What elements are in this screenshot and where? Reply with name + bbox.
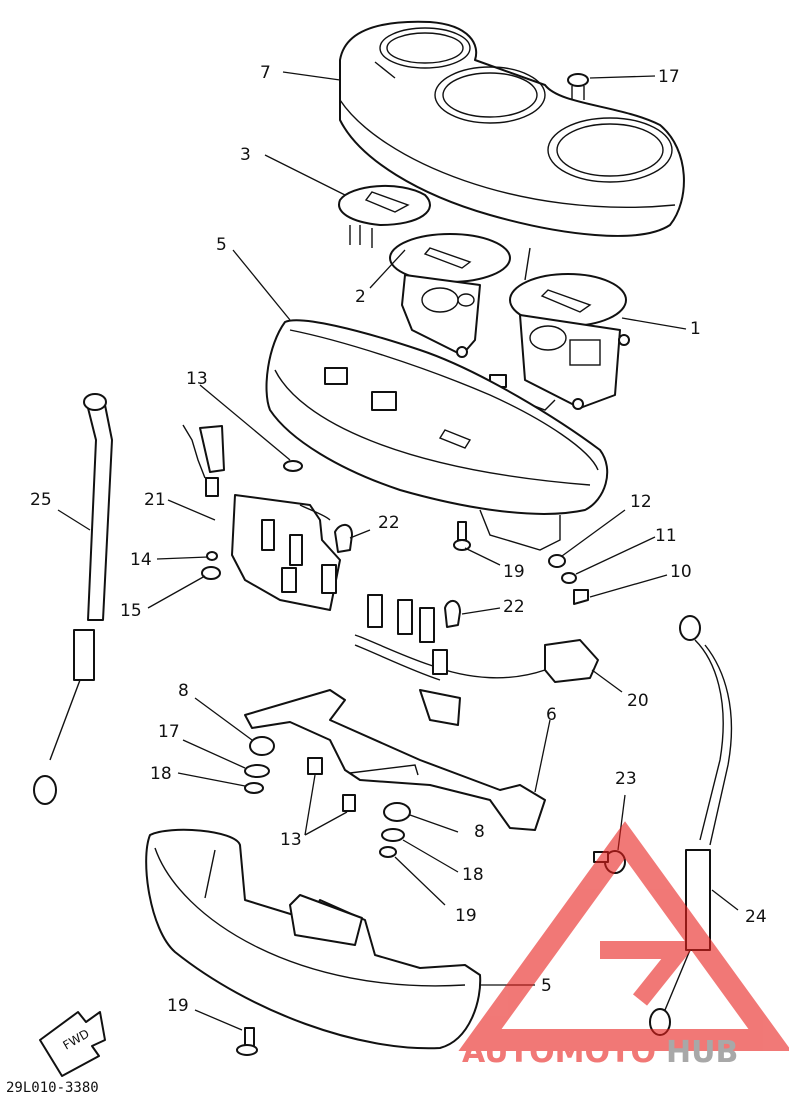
- part-13-washer: [283, 460, 303, 472]
- part-25-cable-left: [33, 393, 113, 805]
- part-20-wire-harness: [354, 594, 599, 726]
- callout-9: 10: [670, 562, 692, 582]
- callout-17-right: 18: [462, 865, 484, 885]
- part-5-meter-case: [265, 319, 609, 551]
- callout-12: 13: [280, 830, 302, 850]
- callout-numbers: 7 17 3 5 2 1 13 25 21 22 14 15 19 12 11 …: [30, 63, 767, 1016]
- callout-22-upper: 22: [378, 513, 400, 533]
- part-4-meter-cover: [339, 20, 685, 237]
- callout-3: 3: [240, 145, 251, 165]
- callout-10: 11: [655, 526, 677, 546]
- callout-14: 14: [130, 550, 152, 570]
- watermark-text-red: AUTOMOTO: [462, 1035, 656, 1070]
- callout-20: 20: [627, 691, 649, 711]
- part-3-indicator-plate: [338, 184, 431, 248]
- callout-11: 12: [630, 492, 652, 512]
- callout-18-right: 19: [455, 906, 477, 926]
- callout-16: 17: [658, 67, 680, 87]
- callout-5: 5: [216, 235, 227, 255]
- callout-23: 23: [615, 769, 637, 789]
- callout-2: 2: [355, 287, 366, 307]
- part-9-10-11-hardware: [548, 554, 589, 605]
- callout-15: 15: [120, 601, 142, 621]
- part-7-bracket: [244, 689, 546, 831]
- part-12-collars: [307, 757, 356, 812]
- part-8-17-18-left-stack: [244, 736, 275, 794]
- callout-7: 6: [546, 705, 557, 725]
- part-2-gauge-unit: [389, 233, 531, 358]
- callout-19-lower: 19: [167, 996, 189, 1016]
- callout-8-right: 8: [474, 822, 485, 842]
- part-16-cap: [567, 73, 589, 100]
- leader-lines: [57, 71, 739, 1031]
- watermark: AUTOMOTO HUB: [458, 821, 789, 1070]
- part-21-wiring-bulbs: [182, 424, 341, 611]
- triangle-logo-icon: [458, 821, 789, 1051]
- part-22-bulb-upper: [334, 523, 353, 553]
- callout-21: 21: [144, 490, 166, 510]
- callout-25: 25: [30, 490, 52, 510]
- callout-6: 5: [541, 976, 552, 996]
- part-1-gauge-unit: [489, 273, 630, 411]
- callout-1: 1: [690, 319, 701, 339]
- watermark-text-gray: HUB: [666, 1035, 738, 1070]
- callout-19-upper: 19: [503, 562, 525, 582]
- part-19-screw-lower: [236, 1027, 258, 1056]
- callout-13: 13: [186, 369, 208, 389]
- callout-8-left: 8: [178, 681, 189, 701]
- part-6-lower-cover: [145, 828, 482, 1050]
- part-code: 29L010-3380: [6, 1080, 99, 1096]
- callout-18-left: 18: [150, 764, 172, 784]
- part-8-17-18-right-stack: [379, 802, 411, 858]
- callout-22-lower: 22: [503, 597, 525, 617]
- callout-17-left: 17: [158, 722, 180, 742]
- callout-4: 7: [260, 63, 271, 83]
- fwd-arrow-icon: FWD: [39, 1011, 106, 1077]
- part-14-15-fastener: [201, 551, 221, 580]
- part-19-screw-upper: [453, 521, 471, 551]
- callout-24: 24: [745, 907, 767, 927]
